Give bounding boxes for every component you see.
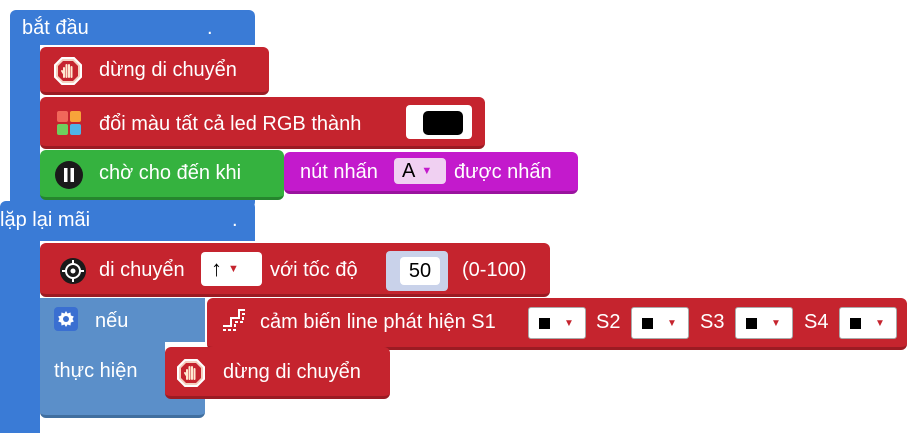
stop-move-block-2[interactable]: dừng di chuyển <box>165 347 390 399</box>
speed-input[interactable]: 50 <box>400 257 440 285</box>
speed-label: với tốc độ <box>270 259 358 281</box>
up-arrow-icon: ↑ <box>211 256 222 281</box>
stop-move-block[interactable]: dừng di chuyển <box>40 47 269 95</box>
speed-slot[interactable]: 50 <box>386 251 448 291</box>
led-rgb-label: đổi màu tất cả led RGB thành <box>99 113 362 135</box>
move-block[interactable]: di chuyển ↑ ▼ với tốc độ 50 (0-100) <box>40 243 550 297</box>
sensor-s2-select[interactable]: ▼ <box>631 307 689 339</box>
stop-move-label-2: dừng di chuyển <box>223 361 361 383</box>
sensor-s2-label: S2 <box>596 311 621 333</box>
rgb-grid-icon <box>56 110 82 136</box>
line-sensor-icon <box>221 308 247 332</box>
color-swatch <box>423 111 463 135</box>
forever-loop-block[interactable] <box>0 201 255 241</box>
speed-range-label: (0-100) <box>462 259 527 281</box>
button-pressed-block[interactable]: nút nhấn A ▼ được nhấn <box>284 152 578 194</box>
chevron-down-icon: ▼ <box>421 165 433 177</box>
then-label: thực hiện <box>54 360 138 382</box>
start-block-arm <box>10 45 40 205</box>
start-block[interactable] <box>10 10 255 45</box>
sensor-s4-select[interactable]: ▼ <box>839 307 897 339</box>
sensor-s1-select[interactable]: ▼ <box>528 307 586 339</box>
sensor-s3-label: S3 <box>700 311 725 333</box>
chevron-down-icon: ▼ <box>228 263 239 275</box>
line-sensor-label: cảm biến line phát hiện S1 <box>260 311 496 333</box>
forever-loop-dot: . <box>232 209 238 231</box>
stop-move-label: dừng di chuyển <box>99 59 237 81</box>
button-pressed-label-before: nút nhấn <box>300 161 378 183</box>
wait-until-block[interactable]: chờ cho đến khi <box>40 150 284 200</box>
led-rgb-block[interactable]: đổi màu tất cả led RGB thành <box>40 97 485 149</box>
line-sensor-block[interactable]: cảm biến line phát hiện S1 ▼ S2 ▼ S3 ▼ S… <box>207 298 907 350</box>
wheel-icon <box>58 256 88 286</box>
if-block-body <box>40 342 165 392</box>
pause-icon <box>54 160 84 190</box>
button-pressed-label-after: được nhấn <box>454 161 552 183</box>
direction-select[interactable]: ↑ ▼ <box>201 252 262 286</box>
start-block-dot: . <box>207 17 213 39</box>
sensor-s3-select[interactable]: ▼ <box>735 307 793 339</box>
button-select[interactable]: A ▼ <box>394 158 446 184</box>
gear-icon[interactable] <box>54 307 78 331</box>
stop-hand-icon <box>53 56 83 86</box>
if-label: nếu <box>95 310 129 332</box>
forever-loop-label: lặp lại mãi <box>0 209 91 231</box>
forever-loop-arm <box>0 236 40 433</box>
start-block-label: bắt đầu <box>22 17 89 39</box>
wait-until-label: chờ cho đến khi <box>99 162 242 184</box>
move-label: di chuyển <box>99 259 185 281</box>
stop-hand-icon <box>176 358 206 388</box>
color-input-slot[interactable] <box>406 105 472 139</box>
sensor-s4-label: S4 <box>804 311 829 333</box>
